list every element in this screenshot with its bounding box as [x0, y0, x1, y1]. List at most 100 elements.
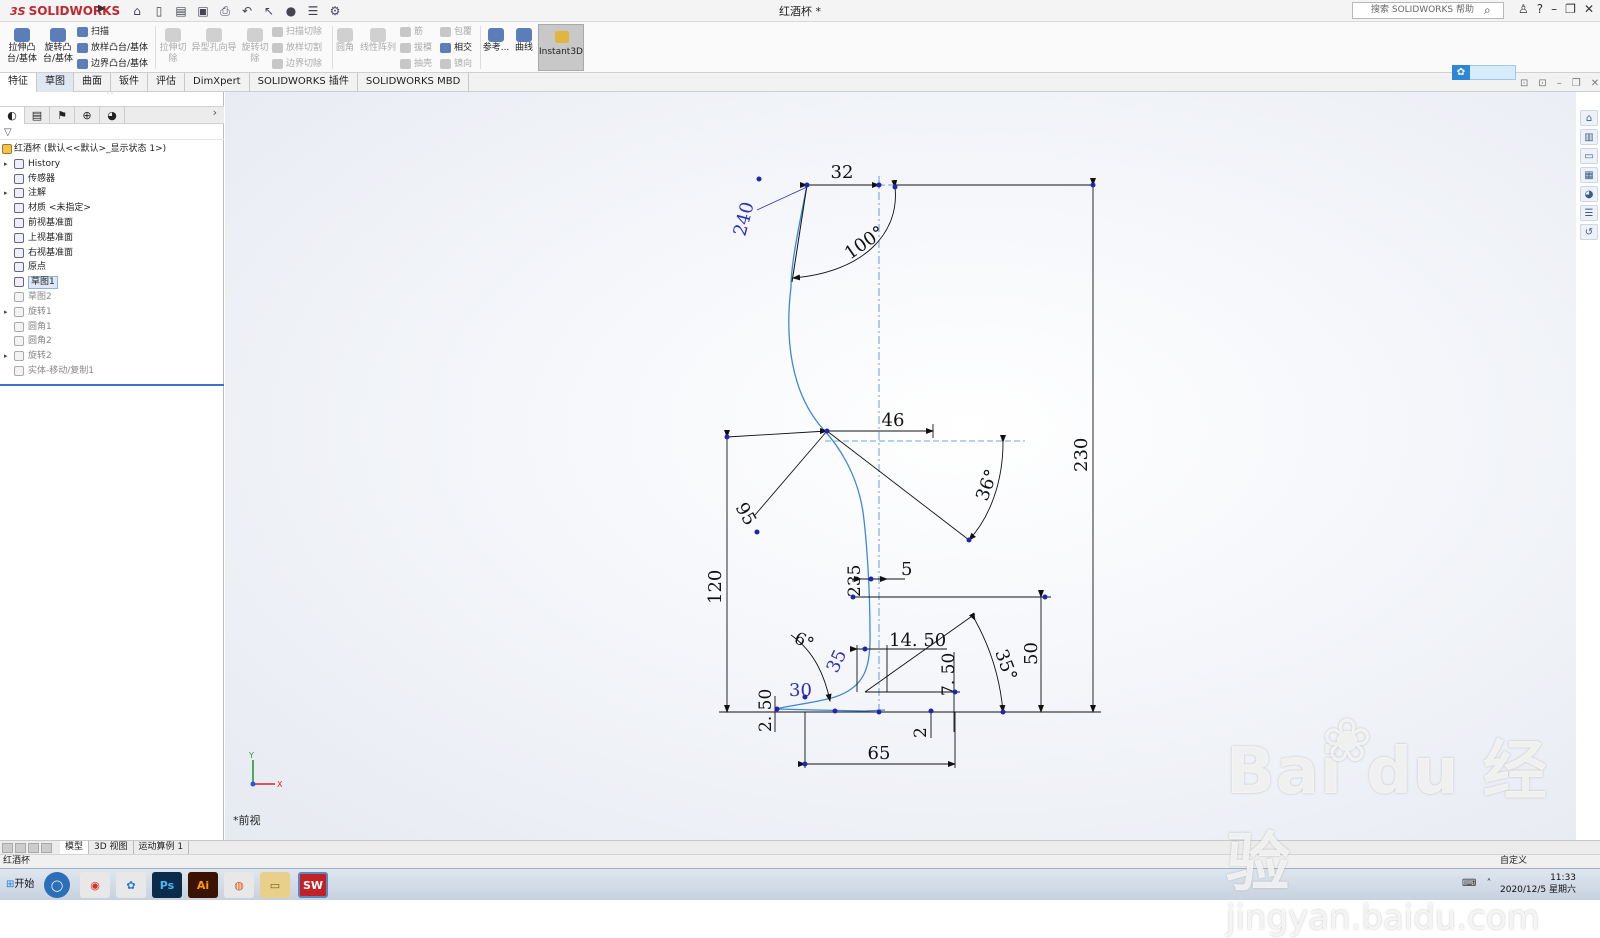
- tree-item[interactable]: ▸注解: [0, 186, 224, 201]
- viewport-tile2-icon[interactable]: ⊡: [1538, 78, 1547, 89]
- tree-expand-icon[interactable]: ▸: [4, 159, 8, 168]
- curves-button[interactable]: 曲线: [512, 28, 536, 54]
- viewport-close-icon[interactable]: ✕: [1590, 78, 1600, 89]
- tree-item[interactable]: 原点: [0, 260, 224, 275]
- mirror-button[interactable]: 镜向: [440, 57, 472, 71]
- draft-button[interactable]: 拔模: [400, 41, 432, 55]
- home-icon[interactable]: ⌂: [133, 4, 141, 18]
- menu-expand-icon[interactable]: ▶: [98, 3, 106, 14]
- dimension-50[interactable]: 50: [1021, 642, 1042, 665]
- illustrator-icon[interactable]: Ai: [188, 872, 218, 898]
- display-manager-tab-icon[interactable]: ◕: [100, 107, 125, 124]
- open-folder-icon[interactable]: ▤: [175, 4, 187, 18]
- panel-more-icon[interactable]: ›: [212, 106, 217, 119]
- dimension-6-deg[interactable]: 6°: [791, 628, 817, 654]
- new-document-icon[interactable]: ▯: [155, 4, 163, 18]
- tree-expand-icon[interactable]: ▸: [4, 352, 8, 361]
- viewport-tile-icon[interactable]: ⊡: [1520, 78, 1529, 89]
- dimension-100-deg[interactable]: 100°: [841, 222, 889, 264]
- dimension-65[interactable]: 65: [868, 743, 891, 764]
- viewport-restore-icon[interactable]: ❐: [1571, 78, 1581, 89]
- tab-1[interactable]: 草图: [37, 73, 74, 92]
- search-icon[interactable]: ⌕: [1484, 3, 1491, 17]
- tray-expand-icon[interactable]: ˄: [1486, 878, 1492, 889]
- rim-edge-line[interactable]: [791, 184, 808, 283]
- loft-boss-button[interactable]: 放样凸台/基体: [77, 41, 148, 55]
- tree-item[interactable]: 草图1: [0, 275, 224, 290]
- sketch-points[interactable]: [724, 182, 1096, 767]
- tree-root[interactable]: 红酒杯 (默认<<默认>_显示状态 1>): [0, 142, 224, 157]
- dimension-14-50[interactable]: 14. 50: [889, 630, 946, 651]
- tab-nav-next-icon[interactable]: [28, 842, 39, 853]
- clock[interactable]: 11:33 2020/12/5 星期六: [1500, 872, 1576, 896]
- stem-horizontal-line[interactable]: [726, 430, 828, 438]
- radius-center-point[interactable]: [756, 176, 762, 182]
- tab-2[interactable]: 曲面: [74, 73, 111, 92]
- bottom-tab-2[interactable]: 运动算例 1: [134, 841, 190, 854]
- lofted-cut-button[interactable]: 放样切割: [272, 41, 322, 55]
- dimension-30[interactable]: 30: [789, 680, 812, 701]
- tab-7[interactable]: SOLIDWORKS MBD: [358, 73, 470, 92]
- linear-pattern-button[interactable]: 线性阵列: [358, 28, 398, 54]
- tree-item[interactable]: 草图2: [0, 290, 224, 305]
- dimension-120[interactable]: 120: [705, 570, 726, 604]
- swept-cut-button[interactable]: 扫描切除: [272, 25, 322, 39]
- sketch-canvas[interactable]: 32 240 100° 230 46 36° 95 120 5 235: [225, 92, 1576, 840]
- file-properties-icon[interactable]: ☰: [307, 4, 319, 18]
- intersect-button[interactable]: 相交: [440, 41, 472, 55]
- tree-item[interactable]: 圆角1: [0, 320, 224, 335]
- dimension-35-deg[interactable]: 35°: [990, 647, 1021, 684]
- dimension-7-50[interactable]: 7. 50: [939, 653, 959, 696]
- custom-properties-icon[interactable]: ☰: [1580, 205, 1598, 221]
- dimension-235[interactable]: 235: [845, 565, 865, 597]
- configuration-manager-tab-icon[interactable]: ⚑: [50, 107, 75, 124]
- undo-icon[interactable]: ↶: [241, 4, 253, 18]
- photoshop-icon[interactable]: Ps: [152, 872, 182, 898]
- tree-item[interactable]: ▸History: [0, 157, 224, 172]
- boundary-cut-button[interactable]: 边界切除: [272, 57, 322, 71]
- tree-item[interactable]: 右视基准面: [0, 246, 224, 261]
- wrap-button[interactable]: 包覆: [440, 25, 472, 39]
- hole-wizard-button[interactable]: 异型孔向导: [190, 28, 238, 54]
- solidworks-forum-icon[interactable]: ↺: [1580, 224, 1598, 240]
- help-icon[interactable]: ?: [1536, 2, 1544, 16]
- extrude-cut-button[interactable]: 拉伸切 除: [158, 28, 188, 65]
- file-explorer-icon[interactable]: ▭: [1580, 148, 1598, 164]
- tab-nav-prev-icon[interactable]: [15, 842, 26, 853]
- dimension-32[interactable]: 32: [831, 162, 854, 183]
- fillet-button[interactable]: 圆角: [334, 28, 356, 54]
- sweep-button[interactable]: 扫描: [77, 25, 109, 39]
- reference-geometry-button[interactable]: 参考...: [482, 28, 510, 54]
- help-search-input[interactable]: 搜索 SOLIDWORKS 帮助: [1352, 2, 1504, 19]
- tab-5[interactable]: DimXpert: [185, 73, 250, 92]
- dimension-230[interactable]: 230: [1071, 438, 1092, 472]
- dimension-2-50[interactable]: 2. 50: [756, 689, 776, 732]
- revolve-cut-button[interactable]: 旋转切 除: [240, 28, 270, 65]
- tree-expand-icon[interactable]: ▸: [4, 307, 8, 316]
- boundary-boss-button[interactable]: 边界凸台/基体: [77, 57, 148, 71]
- tab-4[interactable]: 评估: [148, 73, 185, 92]
- tab-nav-last-icon[interactable]: [41, 842, 52, 853]
- tree-item[interactable]: ▸旋转2: [0, 349, 224, 364]
- shell-button[interactable]: 抽壳: [400, 57, 432, 71]
- tree-item[interactable]: 上视基准面: [0, 231, 224, 246]
- arc-center-point[interactable]: [754, 529, 760, 535]
- dimension-2[interactable]: 2: [911, 727, 931, 738]
- dimension-95[interactable]: 95: [731, 499, 761, 529]
- viewport-minimize-icon[interactable]: –: [1556, 78, 1562, 89]
- property-manager-tab-icon[interactable]: ▤: [25, 107, 50, 124]
- firefox-icon[interactable]: ◍: [224, 872, 254, 898]
- close-button[interactable]: ✕: [1583, 2, 1594, 16]
- save-icon[interactable]: ▣: [197, 4, 209, 18]
- chrome-icon[interactable]: ◉: [80, 872, 110, 898]
- tree-filter[interactable]: ▽: [0, 126, 224, 140]
- dimension-36-deg[interactable]: 36°: [972, 467, 1003, 504]
- dimension-46[interactable]: 46: [882, 410, 905, 431]
- rib-button[interactable]: 筋: [400, 25, 423, 39]
- keyboard-icon[interactable]: ⌨: [1462, 878, 1477, 889]
- view-palette-icon[interactable]: ▦: [1580, 167, 1598, 183]
- collaboration-icon[interactable]: ✿: [1452, 65, 1470, 80]
- tab-0[interactable]: 特征: [0, 73, 37, 92]
- instant3d-button[interactable]: Instant3D: [538, 24, 584, 71]
